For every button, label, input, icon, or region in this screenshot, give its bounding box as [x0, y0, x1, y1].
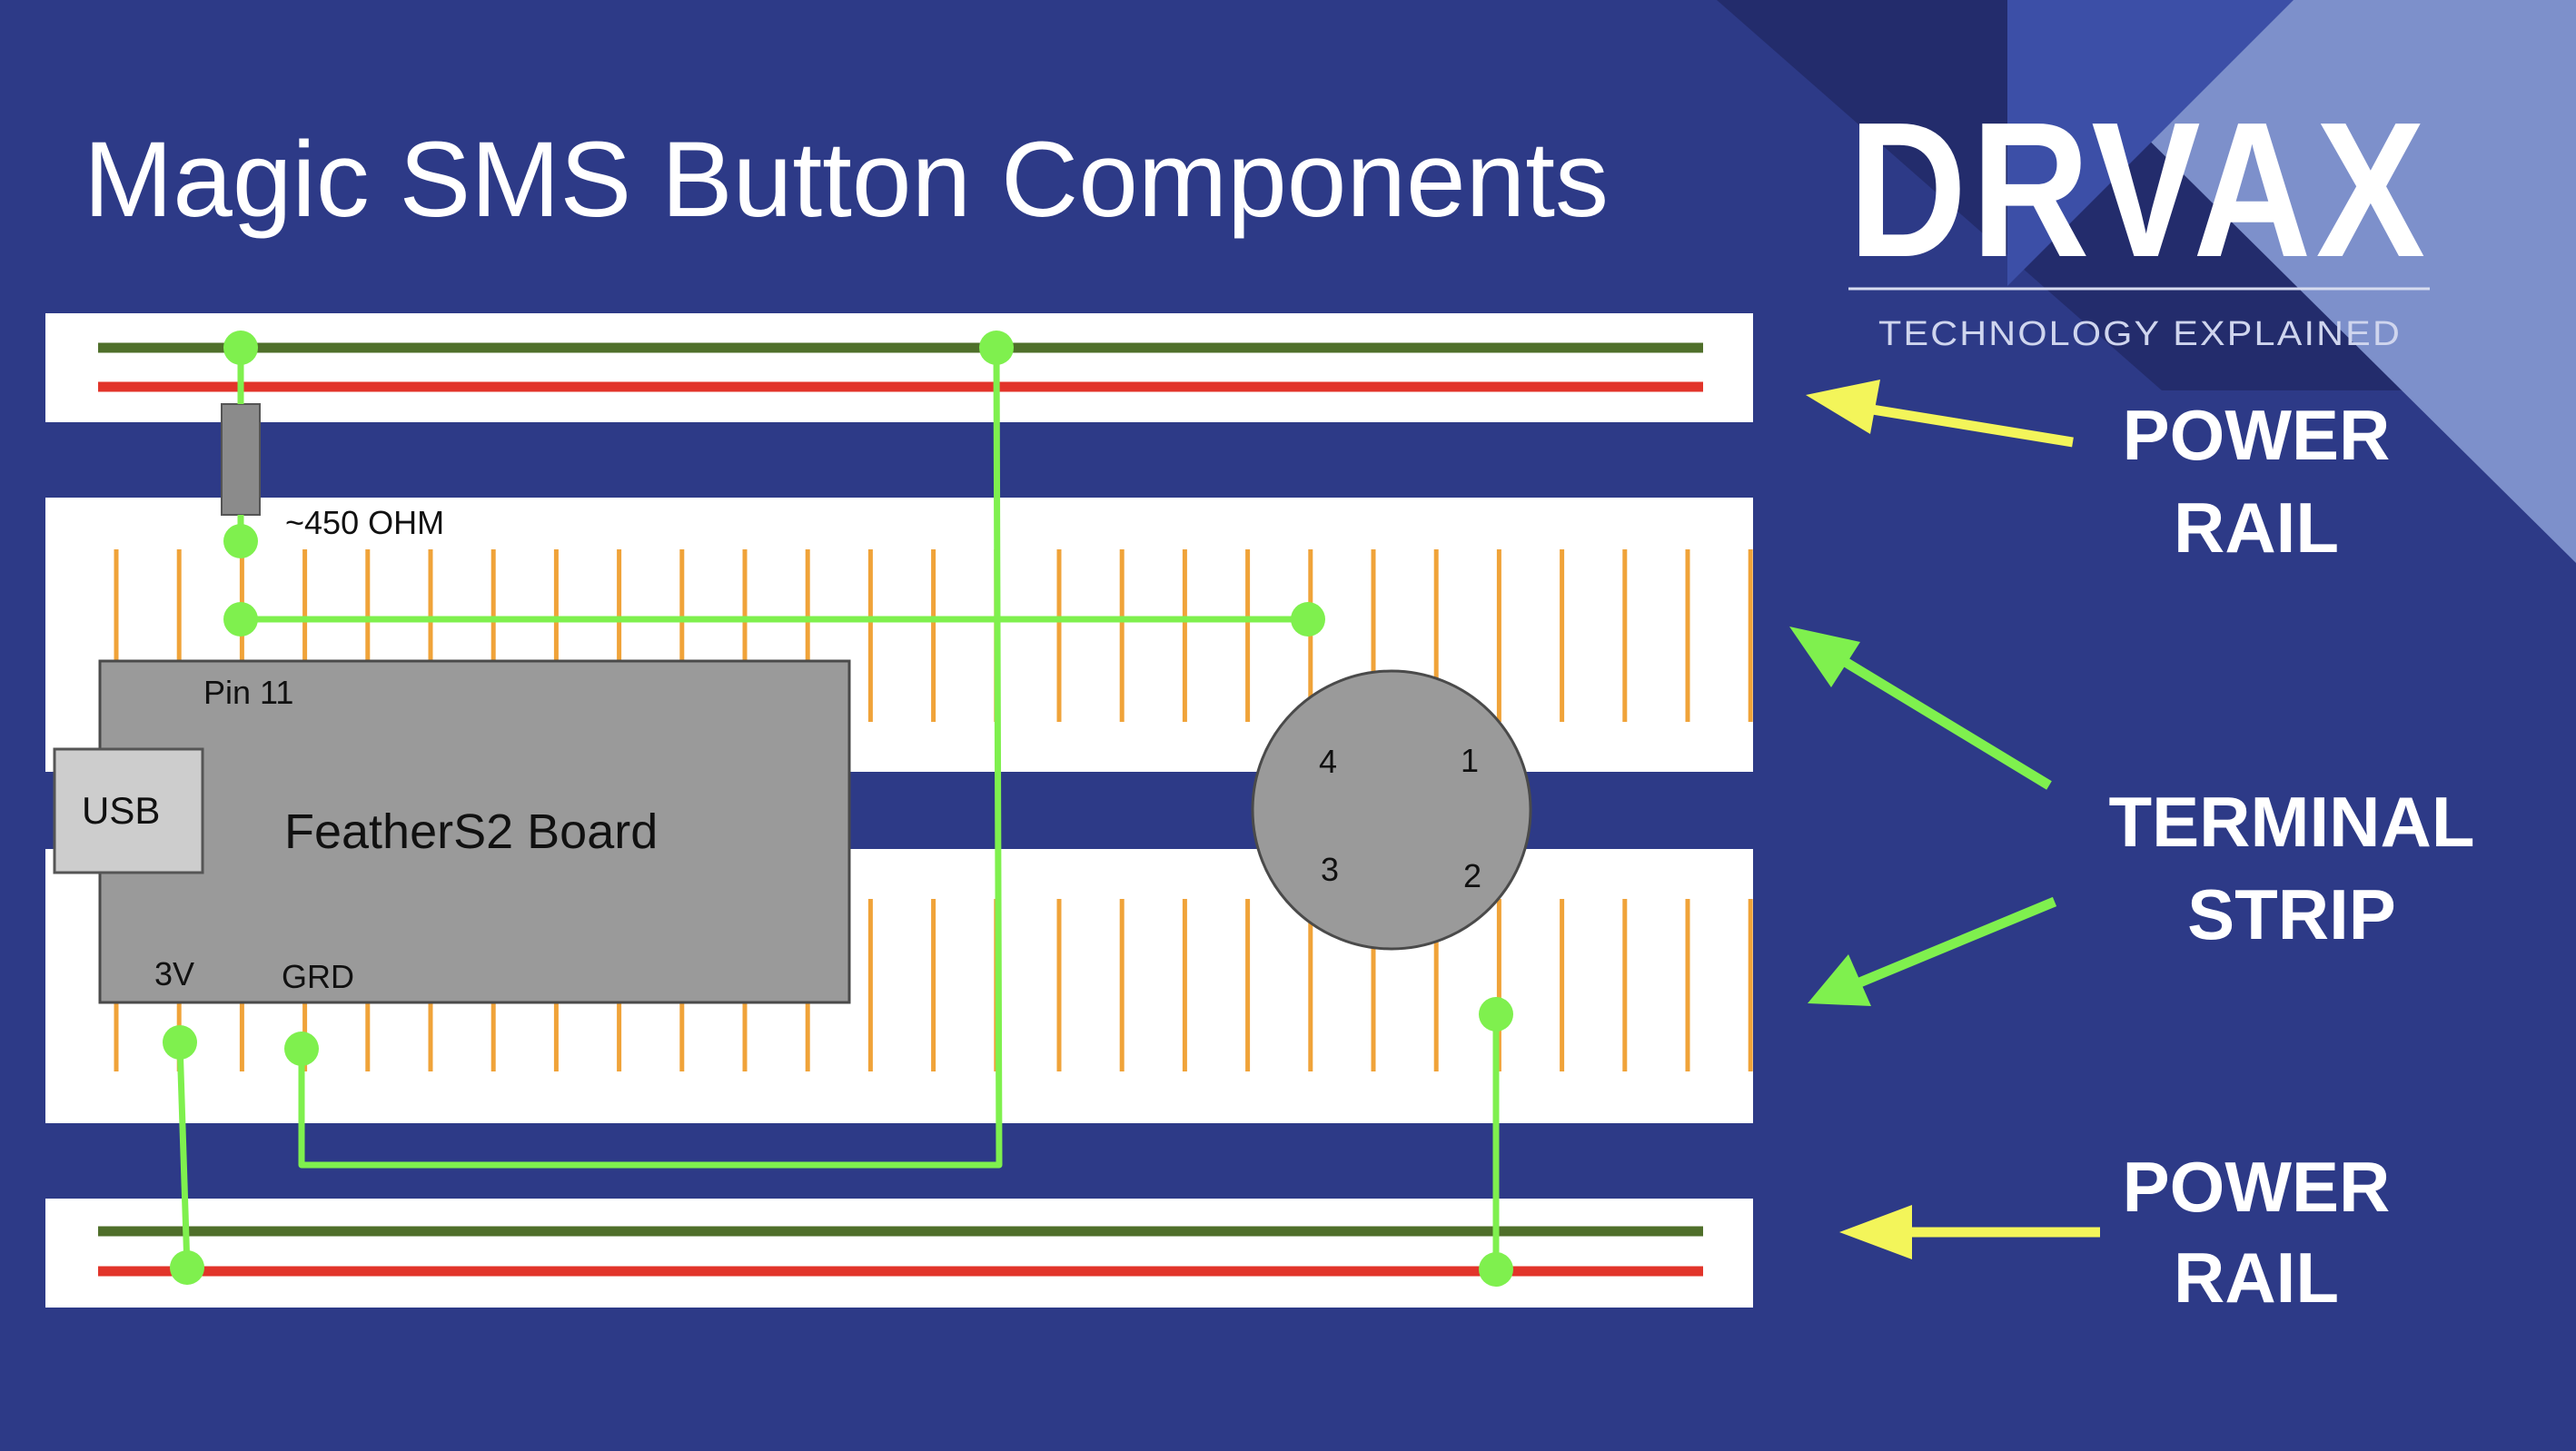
button-pin-1: 1 [1461, 742, 1479, 779]
arrow-terminal-bottom-shaft [1855, 896, 2057, 989]
button-pin-2: 2 [1463, 857, 1481, 894]
junction-dot [223, 602, 258, 637]
logo-background-shapes [1717, 0, 2576, 563]
junction-dot [223, 331, 258, 365]
label-power-rail-bottom-line1: POWER [2123, 1147, 2391, 1227]
wire-junctions [163, 331, 1513, 1287]
logo: DRVAX TECHNOLOGY EXPLAINED [1848, 82, 2430, 353]
board-body [98, 659, 851, 1004]
usb-label: USB [82, 789, 160, 832]
logo-wordmark: DRVAX [1848, 82, 2430, 297]
pin-3v-label: 3V [154, 955, 194, 992]
callout-labels: POWER RAIL TERMINAL STRIP POWER RAIL [2109, 395, 2475, 1318]
button-pin-3: 3 [1321, 851, 1339, 888]
board-label: FeatherS2 Board [284, 804, 658, 859]
feathers2-board: USB FeatherS2 Board Pin 11 3V GRD [53, 659, 851, 1004]
label-terminal-strip-line1: TERMINAL [2109, 782, 2475, 862]
label-power-rail-bottom-line2: RAIL [2174, 1238, 2339, 1318]
button-body [1251, 669, 1532, 951]
arrow-terminal-top-shaft [1832, 651, 2052, 790]
logo-mid-panel [2007, 0, 2294, 286]
junction-dot [284, 1031, 319, 1066]
push-button: 1 2 3 4 [1251, 669, 1532, 951]
junction-dot [170, 1250, 204, 1285]
pin-grd-label: GRD [282, 958, 354, 995]
junction-dot [1291, 602, 1325, 637]
arrow-terminal-bottom-head [1808, 954, 1871, 1006]
callout-arrows [1789, 380, 2100, 1259]
wires [176, 347, 1500, 1269]
resistor-label: ~450 OHM [285, 504, 444, 541]
wire-3v-to-rail [176, 1041, 191, 1268]
label-power-rail-top-line1: POWER [2123, 395, 2391, 475]
pin-11-label: Pin 11 [203, 674, 293, 711]
wire-ground-loop [298, 347, 1003, 1169]
arrow-terminal-top-head [1789, 627, 1860, 687]
page-title: Magic SMS Button Components [84, 120, 1609, 240]
power-rail-bottom-panel [45, 1199, 1753, 1308]
label-power-rail-top-line2: RAIL [2174, 488, 2339, 568]
junction-dot [1479, 1252, 1513, 1287]
logo-tagline: TECHNOLOGY EXPLAINED [1878, 315, 2402, 353]
label-terminal-strip-line2: STRIP [2187, 874, 2396, 954]
arrow-power-rail-top-shaft [1866, 403, 2074, 448]
junction-dot [163, 1025, 197, 1060]
arrow-power-rail-bottom-head [1839, 1205, 1912, 1259]
usb-port [53, 747, 204, 874]
resistor: ~450 OHM [221, 403, 444, 541]
junction-dot [1479, 997, 1513, 1031]
power-rail-top-panel [45, 313, 1753, 422]
arrow-power-rail-top-head [1806, 380, 1880, 434]
junction-dot [223, 524, 258, 558]
resistor-body [221, 403, 261, 516]
junction-dot [979, 331, 1014, 365]
button-pin-4: 4 [1319, 743, 1337, 780]
